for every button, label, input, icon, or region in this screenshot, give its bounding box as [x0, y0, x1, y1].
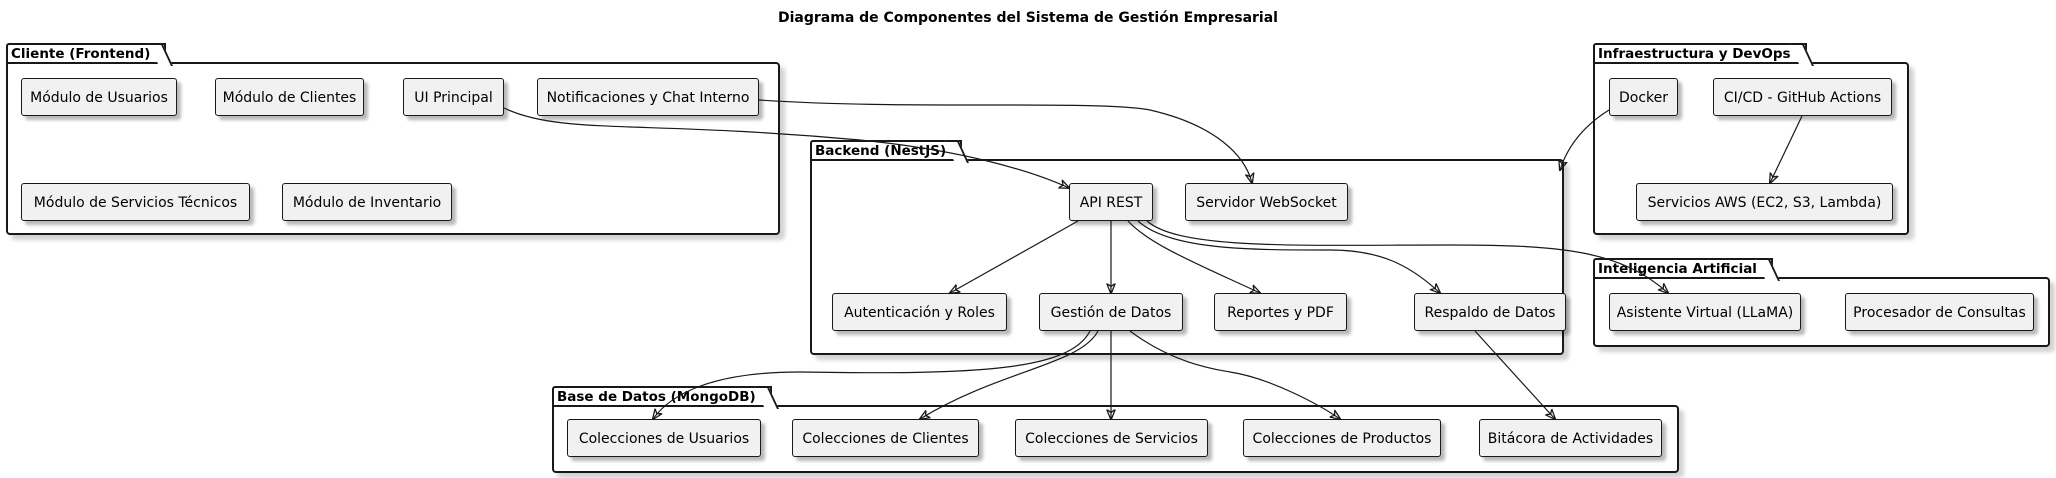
component-gestion-datos[interactable]: Gestión de Datos	[1039, 293, 1183, 331]
component-ci-cd-github-actions[interactable]: CI/CD - GitHub Actions	[1713, 78, 1892, 116]
component-api-rest[interactable]: API REST	[1069, 183, 1153, 221]
component-docker[interactable]: Docker	[1609, 78, 1678, 116]
component-reportes-pdf[interactable]: Reportes y PDF	[1214, 293, 1347, 331]
component-servidor-websocket[interactable]: Servidor WebSocket	[1185, 183, 1348, 221]
component-modulo-inventario[interactable]: Módulo de Inventario	[282, 183, 452, 221]
component-servicios-aws[interactable]: Servicios AWS (EC2, S3, Lambda)	[1636, 183, 1893, 221]
component-bitacora-actividades[interactable]: Bitácora de Actividades	[1479, 419, 1662, 457]
package-label: Base de Datos (MongoDB)	[552, 386, 772, 405]
component-colecciones-productos[interactable]: Colecciones de Productos	[1243, 419, 1441, 457]
component-modulo-clientes[interactable]: Módulo de Clientes	[215, 78, 364, 116]
component-asistente-virtual-llama[interactable]: Asistente Virtual (LLaMA)	[1609, 293, 1801, 331]
component-procesador-consultas[interactable]: Procesador de Consultas	[1845, 293, 2034, 331]
component-modulo-usuarios[interactable]: Módulo de Usuarios	[21, 78, 177, 116]
component-modulo-servicios-tecnicos[interactable]: Módulo de Servicios Técnicos	[21, 183, 250, 221]
component-colecciones-servicios[interactable]: Colecciones de Servicios	[1015, 419, 1208, 457]
package-label: Inteligencia Artificial	[1593, 258, 1773, 277]
package-label: Backend (NestJS)	[810, 140, 963, 159]
component-notificaciones-chat[interactable]: Notificaciones y Chat Interno	[537, 78, 759, 116]
package-label: Cliente (Frontend)	[6, 43, 167, 62]
component-respaldo-datos[interactable]: Respaldo de Datos	[1414, 293, 1566, 331]
component-colecciones-usuarios[interactable]: Colecciones de Usuarios	[567, 419, 761, 457]
component-colecciones-clientes[interactable]: Colecciones de Clientes	[792, 419, 979, 457]
component-autenticacion-roles[interactable]: Autenticación y Roles	[832, 293, 1007, 331]
package-label: Infraestructura y DevOps	[1593, 43, 1807, 62]
diagram-title: Diagrama de Componentes del Sistema de G…	[778, 10, 1278, 26]
component-ui-principal[interactable]: UI Principal	[403, 78, 504, 116]
